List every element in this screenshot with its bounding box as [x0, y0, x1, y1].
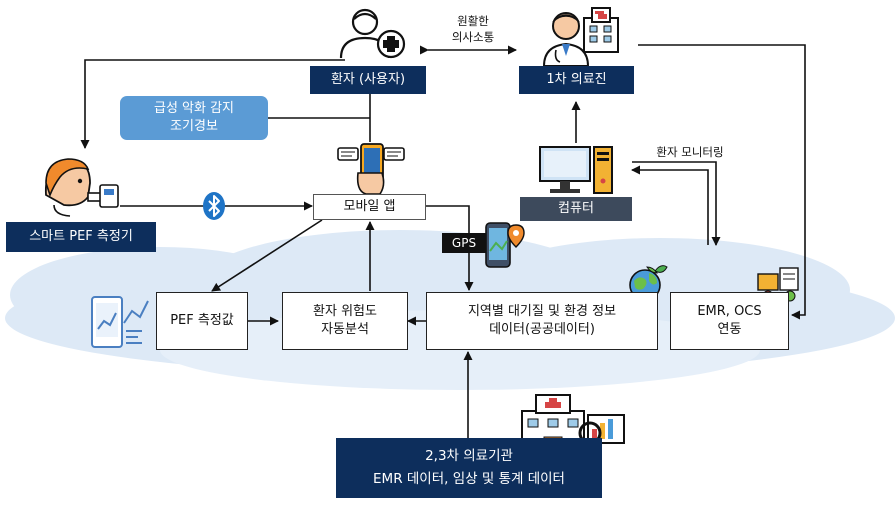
risk-analysis-line2: 자동분석	[321, 322, 369, 337]
arrow-doctor-emr	[638, 44, 806, 320]
communication-label: 원활한 의사소통	[435, 14, 511, 45]
arrow-emr-computer	[631, 165, 709, 245]
bluetooth-icon	[203, 192, 225, 220]
computer-node: 컴퓨터	[520, 197, 632, 221]
arrow-computer-emr	[632, 161, 721, 246]
smartphone-icon	[337, 143, 405, 195]
computer-icon	[539, 146, 613, 194]
regional-data-line1: 지역별 대기질 및 환경 정보	[467, 304, 617, 320]
alert-node: 급성 악화 감지 조기경보	[120, 96, 268, 140]
doctor-label: 1차 의료진	[546, 72, 607, 88]
gps-label: GPS	[451, 235, 477, 250]
gps-badge: GPS	[442, 233, 486, 253]
hospital-line2: EMR 데이터, 임상 및 통계 데이터	[373, 471, 565, 487]
communication-line1: 원활한	[457, 14, 489, 28]
pef-value-label: PEF 측정값	[170, 313, 234, 329]
emr-ocs-node: EMR, OCS 연동	[670, 292, 789, 350]
patient-node: 환자 (사용자)	[310, 66, 426, 94]
hospital-line1: 2,3차 의료기관	[425, 448, 513, 465]
monitoring-text: 환자 모니터링	[656, 145, 724, 159]
doctor-node: 1차 의료진	[519, 66, 634, 94]
risk-analysis-line1: 환자 위험도	[313, 304, 377, 320]
regional-data-line2: 데이터(공공데이터)	[489, 322, 595, 337]
regional-data-node: 지역별 대기질 및 환경 정보 데이터(공공데이터)	[426, 292, 658, 350]
arrow-mobile-pefvalue	[211, 219, 323, 292]
pef-value-node: PEF 측정값	[156, 292, 248, 350]
analytics-phone-icon	[91, 296, 149, 348]
communication-line2: 의사소통	[451, 29, 495, 44]
emr-ocs-line1: EMR, OCS	[697, 304, 762, 320]
patient-icon	[339, 8, 406, 59]
monitoring-label: 환자 모니터링	[640, 145, 740, 161]
gps-phone-icon	[485, 222, 525, 268]
pef-meter-user-icon	[45, 158, 119, 217]
risk-analysis-node: 환자 위험도 자동분석	[282, 292, 408, 350]
patient-label: 환자 (사용자)	[330, 72, 406, 88]
hospital-node: 2,3차 의료기관 EMR 데이터, 임상 및 통계 데이터	[336, 438, 602, 498]
emr-ocs-line2: 연동	[717, 322, 742, 337]
mobile-app-node: 모바일 앱	[313, 194, 426, 220]
doctor-icon	[542, 7, 619, 67]
mobile-app-label: 모바일 앱	[343, 199, 396, 215]
alert-label-line2: 조기경보	[170, 119, 218, 134]
smart-pef-node: 스마트 PEF 측정기	[6, 222, 156, 252]
arrow-patient-pef	[80, 59, 345, 149]
alert-label-line1: 급성 악화 감지	[153, 101, 235, 117]
arrow-mobile-regional	[426, 205, 474, 291]
computer-label: 컴퓨터	[558, 201, 594, 217]
smart-pef-label: 스마트 PEF 측정기	[29, 229, 133, 245]
